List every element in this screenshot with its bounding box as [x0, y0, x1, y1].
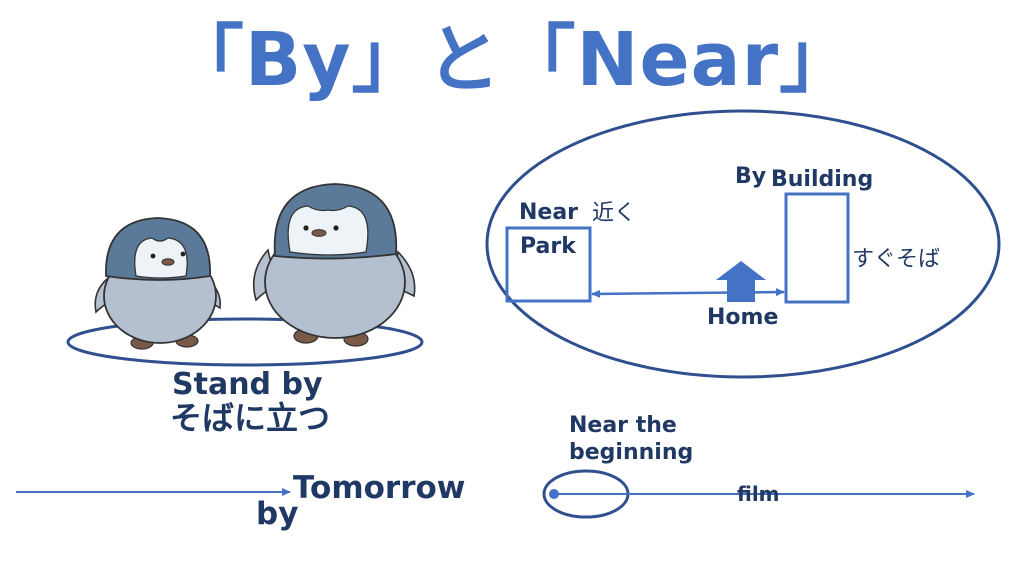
near-label: Near: [519, 200, 579, 225]
near-the-label: Near the: [569, 413, 677, 438]
stand-by-caption: Stand by: [172, 367, 323, 402]
by-timeline-label: by: [256, 496, 299, 532]
page-title: 「By」と「Near」: [169, 17, 855, 103]
building-box: [784, 192, 850, 304]
home-icon: [716, 261, 766, 302]
park-label: Park: [520, 234, 576, 259]
map-ellipse: [485, 109, 1001, 379]
park-box: [505, 226, 592, 303]
by-jp-label: すぐそば: [852, 247, 941, 272]
large-penguin-icon: [252, 183, 416, 347]
tomorrow-label: Tomorrow: [293, 470, 466, 506]
building-label: Building: [771, 167, 874, 192]
near-jp-label: 近く: [592, 201, 637, 226]
film-label: film: [737, 482, 780, 506]
beginning-label: beginning: [569, 440, 694, 465]
small-penguin-icon: [94, 217, 222, 350]
ground-ellipse: [66, 317, 424, 367]
stand-by-jp-caption: そばに立つ: [170, 399, 331, 437]
home-label: Home: [707, 305, 779, 330]
by-label: By: [735, 164, 767, 189]
distance-arrow: [591, 288, 785, 298]
